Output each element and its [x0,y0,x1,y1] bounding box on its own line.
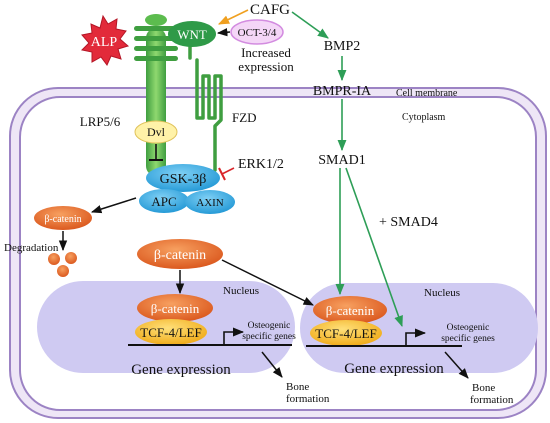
beta-catenin-mid [137,239,223,269]
erk-inhibition [221,167,235,175]
bmpr-label: BMPR-IA [313,84,372,99]
cell-membrane-label: Cell membrane [396,88,458,99]
beta-catenin-left-label: β-catenin [151,301,200,316]
arrow-bcat-right-nucleus [221,259,314,306]
promoter-right [405,328,427,346]
bone-left-1: Bone [286,381,309,393]
gsk-label: GSK-3β [160,172,207,187]
arrow-gsk-bcat [90,197,137,214]
bmp2-label: BMP2 [324,39,361,54]
lrp-label: LRP5/6 [80,114,121,129]
beta-catenin-free [34,206,92,230]
beta-catenin-right-label: β-catenin [326,303,375,318]
oct-node [230,19,284,45]
erk-label: ERK1/2 [238,157,284,172]
bone-arrow-left [261,351,283,378]
degradation-fragment [57,265,69,277]
gsk-node [146,164,220,192]
tcf-right [310,320,382,346]
nucleus-right-label: Nucleus [424,287,460,299]
smad1-label: SMAD1 [318,153,365,168]
osteo-right-label-2: specific genes [441,333,495,344]
beta-catenin-mid-label: β-catenin [154,248,206,263]
bone-right-2: formation [470,394,514,406]
oct-label: OCT-3/4 [238,27,277,39]
degradation-fragment [65,252,77,264]
arrow-cafg-wnt [217,9,249,25]
wnt-node [168,21,216,47]
dvl-label: Dvl [147,125,166,139]
axin-label: AXIN [196,197,224,209]
apc-node [139,189,189,213]
tcf-right-label: TCF-4/LEF [315,326,376,341]
axin-node [185,190,235,214]
promoter-left [223,327,245,345]
bone-right-1: Bone [472,382,495,394]
alp-burst [80,14,130,66]
bone-arrow-right [444,351,469,379]
expression-label: expression [238,59,294,74]
cafg-label: CAFG [250,2,290,18]
increased-label: Increased [241,45,291,60]
arrow-smad1-genes [345,167,403,328]
cytoplasm-label: Cytoplasm [402,112,446,123]
apc-label: APC [151,194,176,209]
tcf-left-label: TCF-4/LEF [140,325,201,340]
arrow-oct-wnt [216,28,231,37]
gene-expression-left: Gene expression [131,362,231,378]
degradation-fragment [48,253,60,265]
fzd-label: FZD [232,110,257,125]
beta-catenin-left [137,294,213,322]
dvl-node [134,120,178,144]
gene-expression-right: Gene expression [344,361,444,377]
osteo-left-label-2: specific genes [242,331,296,342]
tcf-left [135,319,207,345]
erk-inhibition-bar [218,167,226,181]
arrow-cafg-bmp2 [291,11,329,39]
osteo-right-label-1: Osteogenic [447,323,490,333]
osteo-left-label-1: Osteogenic [248,321,291,331]
smad4-label: + SMAD4 [379,215,438,230]
nucleus-left-label: Nucleus [223,285,259,297]
alp-label: ALP [91,35,118,50]
beta-catenin-right [313,296,387,324]
bone-left-2: formation [286,393,330,405]
beta-catenin-free-label: β-catenin [44,214,81,225]
degradation-label: Degradation [4,242,59,254]
wnt-label: WNT [177,27,207,42]
